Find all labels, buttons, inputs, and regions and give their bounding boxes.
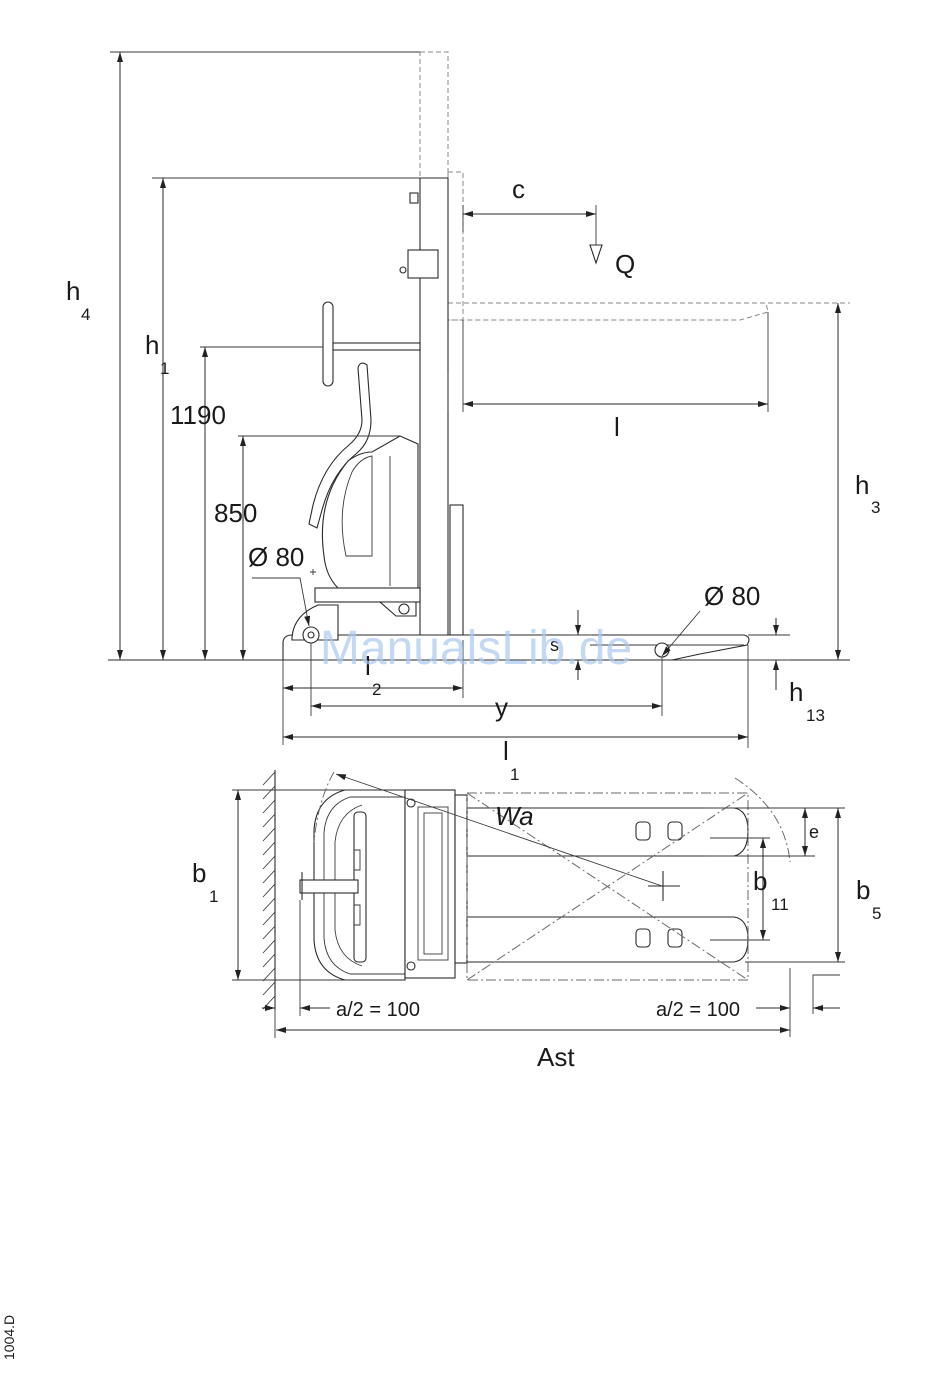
h1-label: h xyxy=(145,330,159,360)
dim-850-label: 850 xyxy=(214,498,257,528)
b5-label: b xyxy=(856,875,870,905)
h3-label-sub: 3 xyxy=(871,498,880,517)
wall-hatch-line xyxy=(263,786,275,799)
platform-pivot xyxy=(399,604,409,614)
carriage-raised-outline xyxy=(448,172,463,320)
watermark: ManualsLib.de xyxy=(320,622,632,675)
wall-hatch-line xyxy=(263,940,275,953)
b11-label: b xyxy=(753,866,767,896)
l2-label-sub: 2 xyxy=(372,680,381,699)
fork-roller-slot xyxy=(636,822,650,840)
wall-hatch-line xyxy=(263,982,275,995)
fork-right-plan xyxy=(467,917,748,962)
wall-hatch-line xyxy=(263,870,275,883)
wall-hatch-line xyxy=(263,814,275,827)
l1-label: l xyxy=(503,736,509,766)
load-roller-diameter-label: Ø 80 xyxy=(704,581,760,611)
platform-bracket xyxy=(380,602,416,616)
load-arrow-icon xyxy=(590,245,602,263)
e-label: e xyxy=(809,822,819,842)
plan-view: b 1 Wa e xyxy=(192,770,881,1072)
h13-label: h xyxy=(789,677,803,707)
mast-extended-outline xyxy=(420,52,448,178)
b1-label-sub: 1 xyxy=(209,887,218,906)
fork-carriage-plate-plan xyxy=(455,795,467,963)
castor-diameter-label: Ø 80 xyxy=(248,542,304,572)
wall-hatch-line xyxy=(263,800,275,813)
tiller-grip xyxy=(323,302,333,386)
wall-hatch-line xyxy=(263,996,275,1009)
wall-hatch-line xyxy=(263,912,275,925)
turning-center-cross xyxy=(648,871,680,901)
Wa-label: Wa xyxy=(495,801,534,831)
tiller-handle-plan xyxy=(300,880,358,893)
wall-hatch-line xyxy=(263,954,275,967)
fork-carriage-plate xyxy=(450,505,463,635)
y-label: y xyxy=(495,692,508,722)
raised-fork-outline xyxy=(448,303,768,320)
control-box-knob xyxy=(400,267,406,273)
h3-label: h xyxy=(855,470,869,500)
mast-sensor xyxy=(410,193,418,203)
castor-wheel-hub xyxy=(308,632,314,638)
b11-label-sub: 11 xyxy=(771,895,789,914)
wall-hatching xyxy=(263,772,275,1009)
a-right-label: a/2 = 100 xyxy=(656,999,740,1021)
wall-hatch-line xyxy=(263,968,275,981)
a-left-label: a/2 = 100 xyxy=(336,999,420,1021)
mast-control-box xyxy=(408,250,438,278)
c-label: c xyxy=(512,174,525,204)
b1-label: b xyxy=(192,858,206,888)
wall-hatch-line xyxy=(263,898,275,911)
battery-compartment-plan xyxy=(405,790,455,978)
mast-bolt-bottom xyxy=(407,962,415,970)
Q-label: Q xyxy=(615,249,635,279)
fork-roller-slot xyxy=(668,929,682,947)
fork-roller-slot xyxy=(668,822,682,840)
wall-hatch-line xyxy=(263,772,275,785)
wall-hatch-line xyxy=(263,842,275,855)
l-label: l xyxy=(614,412,620,442)
figure-code: 1004.D xyxy=(1,1315,17,1360)
Ast-label: Ast xyxy=(537,1042,575,1072)
wall-hatch-line xyxy=(263,856,275,869)
h4-label: h xyxy=(66,276,80,306)
l1-label-sub: 1 xyxy=(510,765,519,784)
tiller-crossbar xyxy=(333,343,420,350)
h1-label-sub: 1 xyxy=(160,359,169,378)
operator-platform xyxy=(315,588,420,602)
b5-label-sub: 5 xyxy=(872,904,881,923)
wall-hatch-line xyxy=(263,884,275,897)
castor-center-mark xyxy=(310,569,316,575)
wall-hatch-line xyxy=(263,828,275,841)
wall-hatch-line xyxy=(263,926,275,939)
h13-label-sub: 13 xyxy=(806,706,825,725)
fork-roller-slot xyxy=(636,929,650,947)
dim-1190-label: 1190 xyxy=(170,400,226,430)
h4-label-sub: 4 xyxy=(81,305,90,324)
